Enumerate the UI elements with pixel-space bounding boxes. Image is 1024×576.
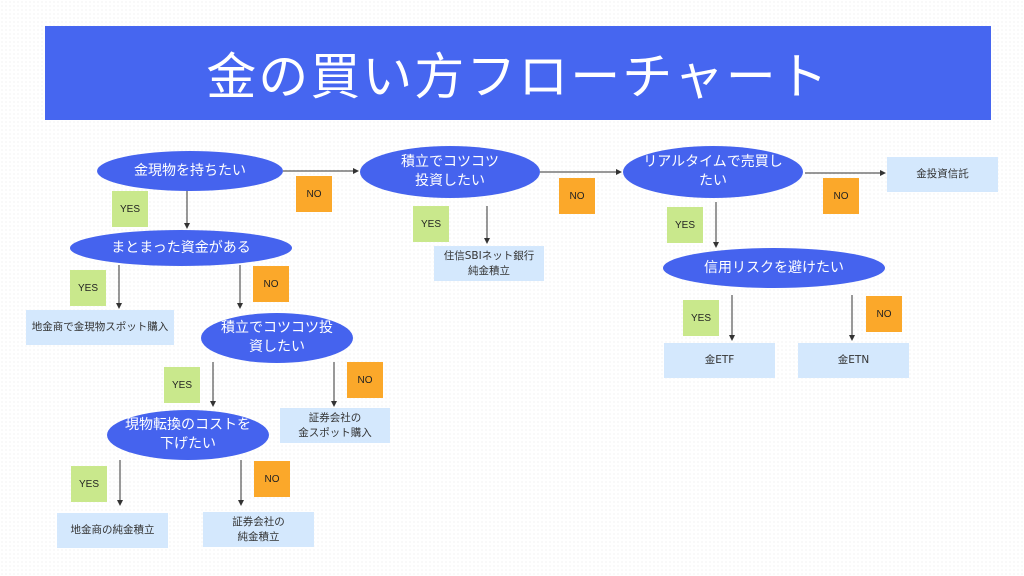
question-realtime-trading: リアルタイムで売買し たい [623,146,803,198]
question-want-physical-gold: 金現物を持ちたい [97,151,283,191]
result-sbi-accumulation: 住信SBIネット銀行 純金積立 [434,246,544,281]
no-label: NO [823,178,859,214]
question-regular-investment: 積立でコツコツ 投資したい [360,146,540,198]
result-broker-spot-purchase: 証券会社の 金スポット購入 [280,408,390,443]
no-label: NO [254,461,290,497]
no-label: NO [866,296,902,332]
yes-label: YES [683,300,719,336]
result-gold-etf: 金ETF [664,343,775,378]
title-bar: 金の買い方フローチャート [45,26,991,120]
yes-label: YES [112,191,148,227]
no-label: NO [296,176,332,212]
question-avoid-credit-risk: 信用リスクを避けたい [663,248,885,288]
question-regular-investment-physical: 積立でコツコツ投 資したい [201,313,353,363]
no-label: NO [347,362,383,398]
result-dealer-spot-purchase: 地金商で金現物スポット購入 [26,310,174,345]
yes-label: YES [70,270,106,306]
result-broker-accumulation: 証券会社の 純金積立 [203,512,314,547]
result-gold-etn: 金ETN [798,343,909,378]
result-gold-fund: 金投資信託 [887,157,998,192]
question-have-lump-sum: まとまった資金がある [70,230,292,266]
yes-label: YES [413,206,449,242]
yes-label: YES [164,367,200,403]
yes-label: YES [667,207,703,243]
yes-label: YES [71,466,107,502]
page-title: 金の買い方フローチャート [206,48,830,106]
no-label: NO [559,178,595,214]
result-dealer-accumulation: 地金商の純金積立 [57,513,168,548]
no-label: NO [253,266,289,302]
question-lower-conversion-cost: 現物転換のコストを 下げたい [107,410,269,460]
